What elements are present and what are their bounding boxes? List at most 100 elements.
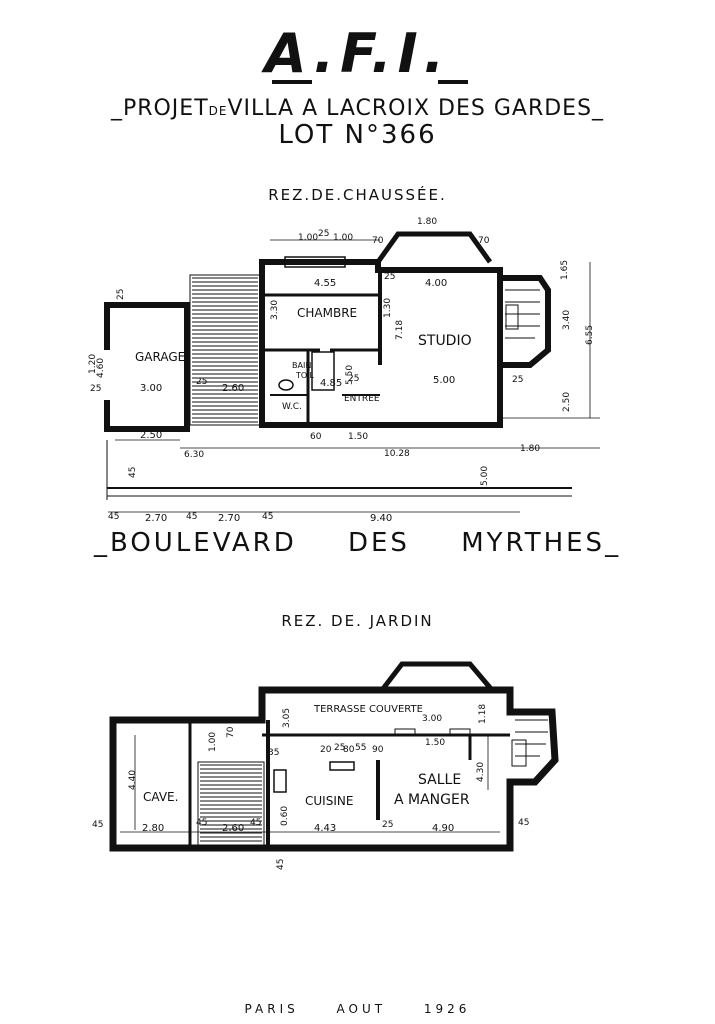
dim-label: 2.60 (222, 823, 245, 834)
dim-label: 45 (128, 466, 138, 478)
terrace-bay (380, 661, 494, 692)
dim-label: 3.30 (270, 299, 280, 320)
dim-label: 2.60 (222, 383, 245, 394)
dim-label: 70 (478, 236, 490, 246)
dim-label: 2.50 (140, 430, 163, 441)
room-a-manger: A MANGER (394, 792, 470, 808)
dim-label: 45 (186, 512, 198, 522)
street-name-text: BOULEVARD DES MYRTHES (109, 528, 606, 558)
dim-label: 45 (196, 818, 208, 828)
dim-label: 80 (343, 745, 355, 755)
dim-label: 45 (276, 858, 286, 870)
dim-label: 60 (310, 432, 322, 442)
dim-label: 1.80 (417, 217, 438, 227)
ground-floor-plan (103, 231, 600, 513)
wc-bowl (278, 379, 294, 391)
garden-stair-hatching (200, 764, 262, 846)
dim-label: 35 (268, 748, 280, 758)
dim-label: 3.40 (562, 309, 572, 330)
room-toil: TOIL (296, 371, 314, 380)
room-bain: BAIN (292, 361, 312, 370)
stair-tower (500, 275, 551, 368)
dim-label: 1.00 (333, 233, 354, 243)
dim-label: 25 (348, 374, 360, 384)
logo-rule-left (272, 80, 312, 84)
dim-label: 1.20 (88, 353, 98, 374)
dim-label: 3.00 (140, 383, 163, 394)
dim-label: 4.85 (320, 378, 343, 389)
dim-label: 45 (108, 512, 120, 522)
dim-label: 5.00 (433, 375, 456, 386)
signature-date: PARIS AOUT 1926 (244, 1002, 471, 1016)
garage-walls (104, 302, 190, 432)
dim-label: 9.40 (370, 513, 393, 524)
room-garage: GARAGE (135, 350, 186, 364)
dim-label: 1.80 (520, 444, 541, 454)
room-chambre: CHAMBRE (297, 306, 358, 320)
dim-label: 2.70 (145, 513, 168, 524)
room-studio: STUDIO (418, 333, 472, 349)
dim-label: 70 (372, 236, 384, 246)
dim-label: 0.60 (280, 805, 290, 826)
dim-label: 7.18 (395, 319, 405, 340)
dim-label: 2.70 (218, 513, 241, 524)
lot-number: LOT N°366 (278, 120, 437, 150)
dim-label: 25 (384, 272, 396, 282)
dim-label: 55 (355, 743, 367, 753)
dim-label: 1.50 (425, 738, 446, 748)
dim-label: 3.00 (422, 714, 443, 724)
dim-label: 4.55 (314, 278, 337, 289)
dim-label: 1.65 (560, 259, 570, 280)
room-cuisine: CUISINE (305, 794, 354, 808)
room-wc: W.C. (282, 402, 302, 412)
logo-rule-right (438, 80, 468, 84)
project-title: _PROJETDEVILLA A LACROIX DES GARDES_ (110, 96, 605, 121)
garden-floor-plan (109, 661, 559, 852)
dim-label: 25 (512, 375, 524, 385)
logo: A.F.I. (264, 22, 451, 85)
dim-label: 1.18 (478, 703, 488, 724)
dim-label: 2.50 (562, 391, 572, 412)
dim-label: 45 (262, 512, 274, 522)
dim-label: 1.00 (208, 731, 218, 752)
dim-label: 70 (226, 726, 236, 738)
dim-label: 1.00 (298, 233, 319, 243)
dim-label: 1.50 (348, 432, 369, 442)
dim-label: 4.43 (314, 823, 337, 834)
dim-label: 4.40 (128, 769, 138, 790)
dim-label: 90 (372, 745, 384, 755)
dim-label: 25 (116, 288, 126, 300)
dim-label: 6.30 (184, 450, 205, 460)
dim-label: 25 (196, 377, 208, 387)
ground-floor-title: REZ.DE.CHAUSSÉE. (268, 186, 447, 204)
garden-outer-walls (109, 686, 559, 852)
dim-label: 45 (250, 818, 262, 828)
dim-label: 3.05 (282, 707, 292, 728)
dim-label: 25 (382, 820, 394, 830)
garden-floor-title: REZ. DE. JARDIN (281, 612, 434, 630)
project-title-small: DE (208, 104, 228, 118)
dim-label: 5.00 (480, 465, 490, 486)
dim-label: 45 (92, 820, 104, 830)
dim-label: 10.28 (384, 449, 410, 459)
project-title-b: VILLA A LACROIX DES GARDES (227, 96, 593, 121)
studio-bay-window (375, 231, 493, 264)
room-salle: SALLE (418, 772, 462, 788)
dim-label: 45 (518, 818, 530, 828)
room-terrasse: TERRASSE COUVERTE (314, 704, 423, 715)
dim-label: 20 (320, 745, 332, 755)
dim-label: 2.80 (142, 823, 165, 834)
bathtub (311, 351, 335, 391)
ground-stair-hatching (192, 277, 258, 423)
dim-label: 1.30 (383, 297, 393, 318)
room-entree: ENTREE (344, 394, 380, 404)
dim-label: 25 (334, 743, 346, 753)
dim-label: 4.90 (432, 823, 455, 834)
room-cave: CAVE. (143, 790, 179, 804)
dim-label: 5.50 (345, 364, 355, 385)
project-title-a: PROJET (122, 96, 209, 121)
dim-label: 4.00 (425, 278, 448, 289)
street-name: _BOULEVARD DES MYRTHES_ (93, 528, 622, 558)
dim-label: 4.30 (476, 761, 486, 782)
